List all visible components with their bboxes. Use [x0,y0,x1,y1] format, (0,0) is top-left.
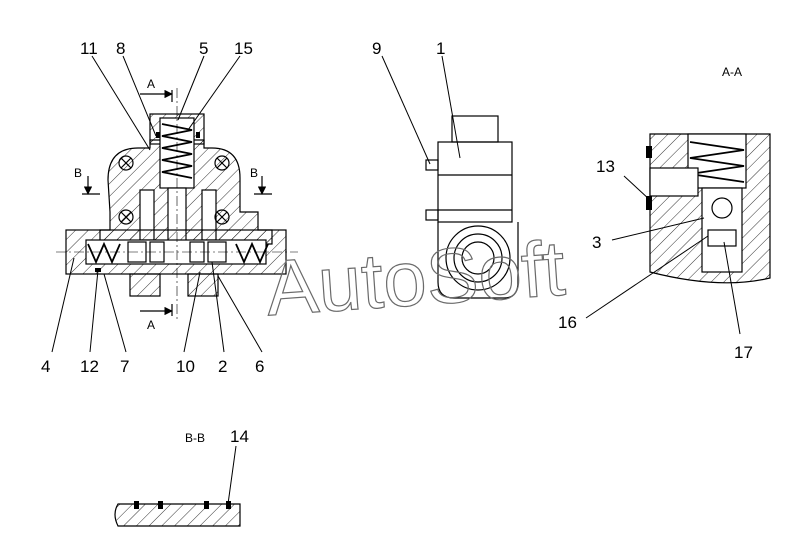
callout-6: 6 [255,357,264,376]
section-title-a-a: A-A [722,65,742,79]
section-a-a [646,133,771,284]
callout-10: 10 [176,357,195,376]
section-title-b-b: B-B [185,431,205,445]
callout-2: 2 [218,357,227,376]
callout-1: 1 [436,39,445,58]
callout-3: 3 [592,233,601,252]
callout-14: 14 [230,427,249,446]
section-label-b-left: B [74,166,82,180]
callout-4: 4 [41,357,50,376]
callout-17: 17 [734,343,753,362]
section-b-b [114,501,241,527]
main-section-view [56,88,298,320]
callout-7: 7 [120,357,129,376]
section-arrows [82,89,272,316]
callout-12: 12 [80,357,99,376]
callout-8: 8 [116,39,125,58]
section-label-a-bottom: A [147,318,155,332]
section-label-b-right: B [250,166,258,180]
callout-labels: 11 8 5 15 9 1 13 3 16 17 4 12 7 10 2 6 1… [41,39,753,446]
callout-16: 16 [558,313,577,332]
callout-11: 11 [80,39,98,58]
section-label-a-top: A [147,77,155,91]
callout-5: 5 [199,39,208,58]
leader-lines [51,55,741,505]
watermark: AutoSoft [263,224,568,333]
callout-13: 13 [596,157,615,176]
side-view [425,115,519,299]
callout-9: 9 [372,39,381,58]
callout-15: 15 [234,39,253,58]
